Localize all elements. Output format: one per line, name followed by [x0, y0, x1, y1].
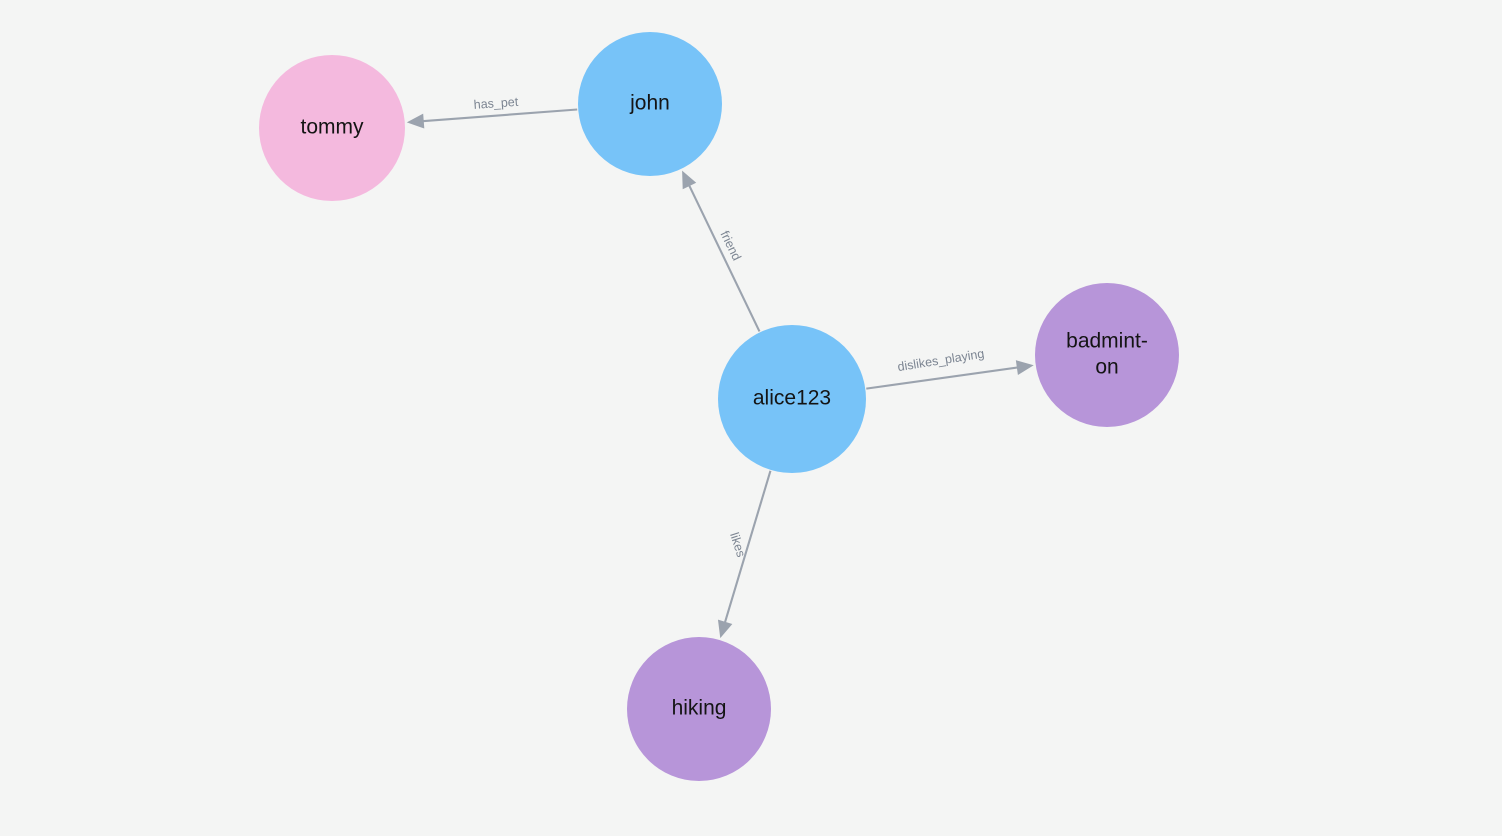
edges-layer: [406, 108, 1034, 639]
edge-line: [420, 108, 578, 123]
graph-edge[interactable]: [717, 470, 772, 639]
graph-edge[interactable]: [682, 170, 761, 332]
edge-line: [723, 470, 772, 626]
node-circle[interactable]: [627, 637, 771, 781]
graph-node-alice123[interactable]: alice123: [718, 325, 866, 473]
edge-line: [866, 366, 1020, 390]
graph-node-badminton[interactable]: badmint-on: [1035, 283, 1179, 427]
graph-node-hiking[interactable]: hiking: [627, 637, 771, 781]
edge-arrowhead-icon: [717, 619, 733, 639]
graph-node-john[interactable]: john: [578, 32, 722, 176]
node-circle[interactable]: [578, 32, 722, 176]
graph-node-tommy[interactable]: tommy: [259, 55, 405, 201]
node-circle[interactable]: [1035, 283, 1179, 427]
edge-label: friend: [717, 229, 743, 263]
edge-arrowhead-icon: [682, 170, 697, 190]
edge-arrowhead-icon: [1015, 360, 1034, 376]
nodes-layer: tommy john alice123 badmint-on hiking: [259, 32, 1179, 781]
edge-line: [687, 182, 761, 332]
edge-arrowhead-icon: [406, 113, 425, 129]
node-circle[interactable]: [718, 325, 866, 473]
edge-label: dislikes_playing: [897, 347, 986, 375]
graph-edge[interactable]: [866, 360, 1034, 390]
node-circle[interactable]: [259, 55, 405, 201]
graph-edge[interactable]: [406, 108, 578, 129]
edge-label: has_pet: [473, 95, 519, 112]
